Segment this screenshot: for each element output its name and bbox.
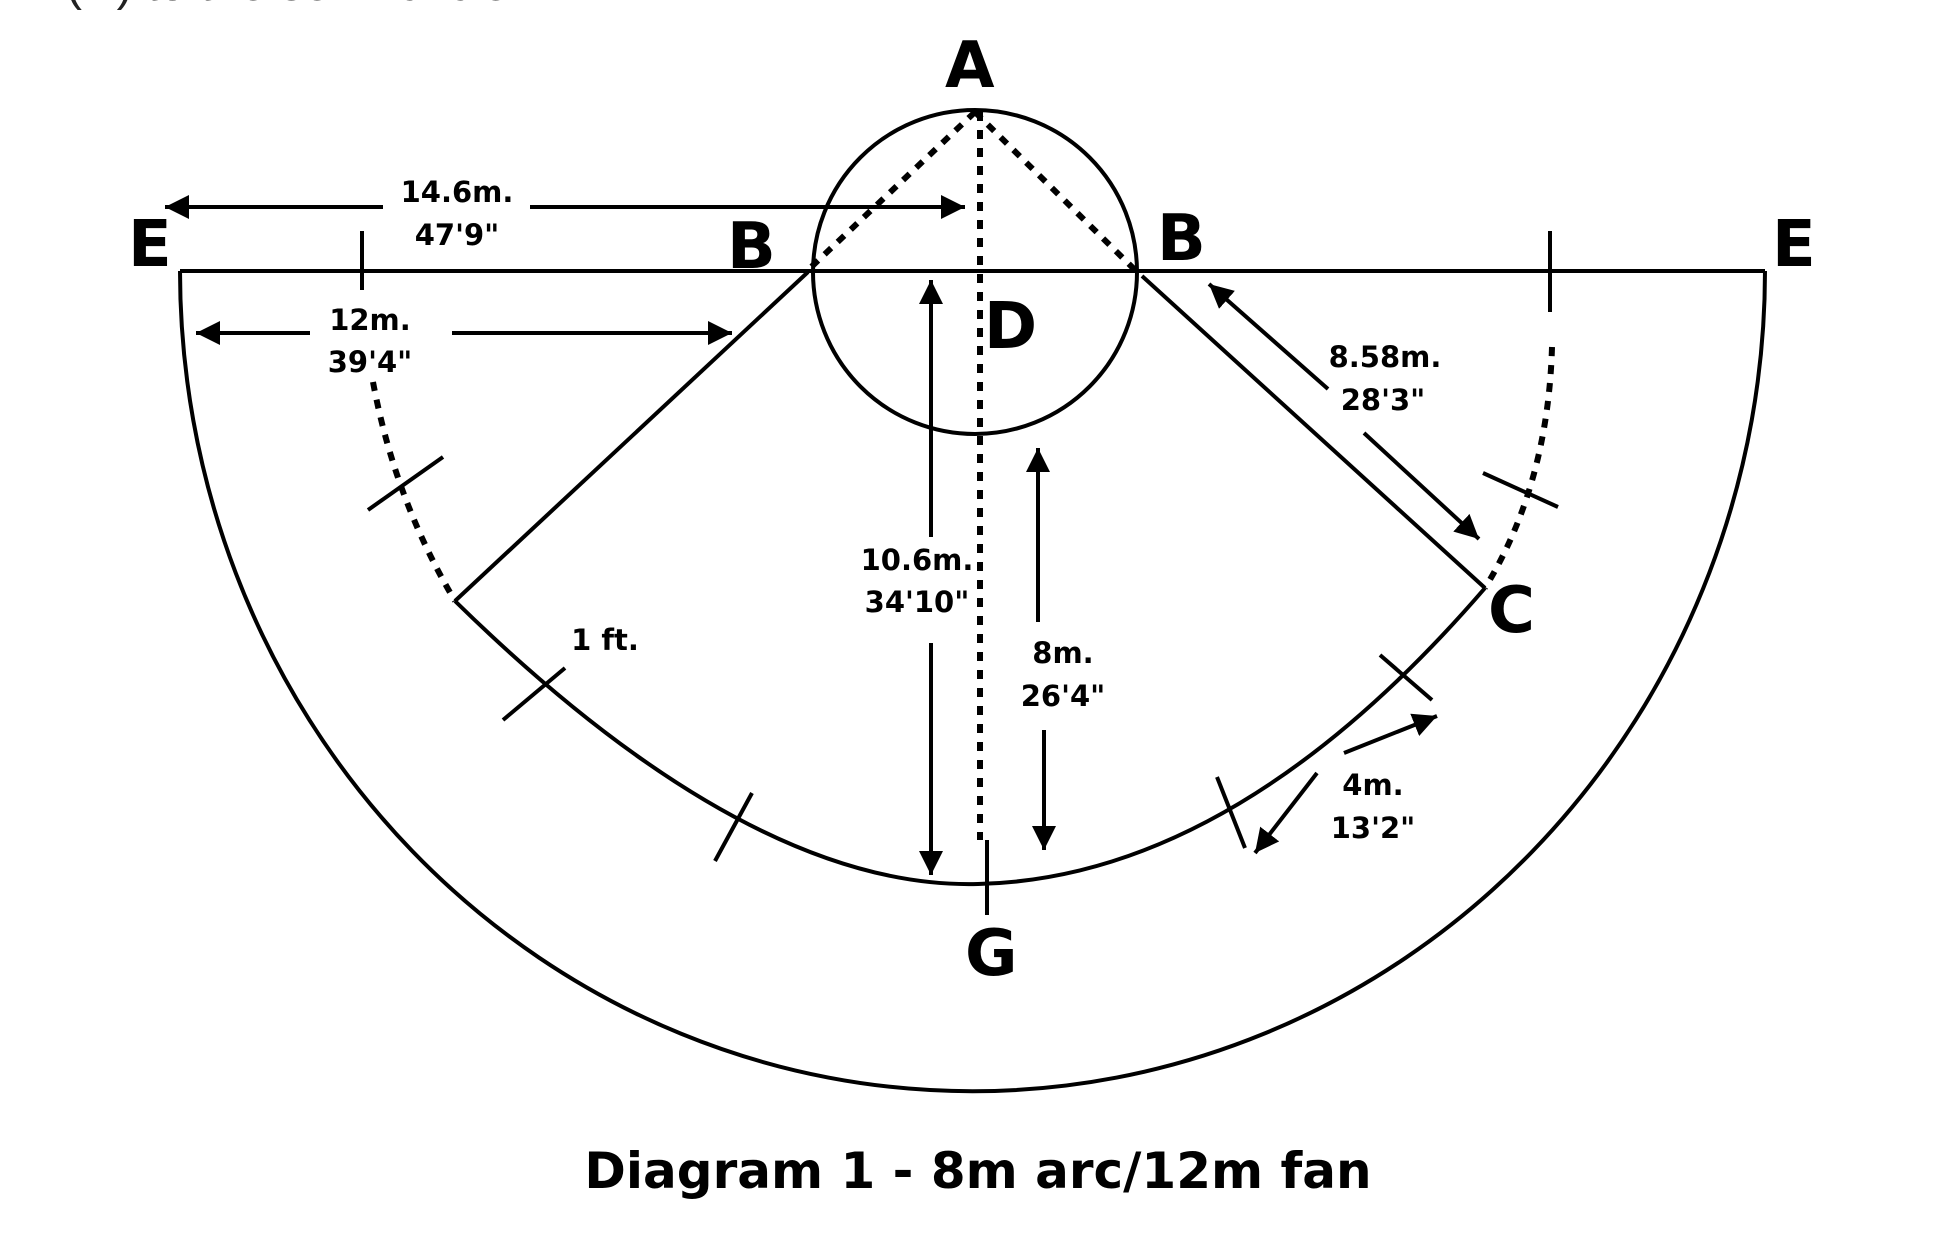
measure-10-6m-imperial: 34'10" bbox=[865, 585, 970, 619]
dotted-line-A-to-B-right bbox=[972, 109, 1138, 273]
point-label-E-left: E bbox=[128, 208, 172, 282]
hash-mark bbox=[1482, 471, 1559, 509]
arc-8m bbox=[453, 586, 1487, 887]
diagram-caption: Diagram 1 - 8m arc/12m fan bbox=[584, 1142, 1371, 1200]
header-text-fragment: (D) to the semi-circle. bbox=[66, 0, 522, 11]
hash-mark bbox=[1378, 653, 1434, 702]
point-label-E-right: E bbox=[1772, 208, 1816, 282]
point-label-B-left: B bbox=[727, 210, 776, 284]
arrow-8-58m-down bbox=[1362, 431, 1481, 541]
arrow-4m-down bbox=[1253, 771, 1319, 855]
measure-8-58m-metric: 8.58m. bbox=[1329, 340, 1442, 374]
measure-4m-metric: 4m. bbox=[1342, 768, 1403, 802]
hash-mark bbox=[501, 666, 567, 722]
arrow-8-58m-up bbox=[1207, 282, 1330, 391]
point-label-B-right: B bbox=[1157, 202, 1206, 276]
point-label-D: D bbox=[984, 290, 1037, 364]
hash-mark bbox=[1215, 776, 1247, 849]
point-label-G: G bbox=[965, 917, 1018, 991]
goal-crease-circle bbox=[811, 108, 1139, 436]
measure-12m-metric: 12m. bbox=[329, 303, 411, 337]
arc-8m-dotted-left bbox=[370, 381, 458, 603]
measure-14-6m-metric: 14.6m. bbox=[401, 175, 514, 209]
hash-mark bbox=[366, 455, 445, 512]
measure-8m-metric: 8m. bbox=[1032, 636, 1093, 670]
measure-12m-imperial: 39'4" bbox=[328, 345, 413, 379]
arrow-4m-up bbox=[1343, 713, 1438, 755]
fan-12m-arc bbox=[178, 270, 1767, 1094]
measure-10-6m-metric: 10.6m. bbox=[861, 543, 974, 577]
line-right-B-to-C bbox=[1140, 274, 1487, 590]
point-label-C: C bbox=[1488, 574, 1535, 648]
measure-14-6m-imperial: 47'9" bbox=[415, 218, 500, 252]
measure-8-58m-imperial: 28'3" bbox=[1341, 383, 1426, 417]
arc-8m-dotted-right bbox=[1482, 346, 1555, 590]
measure-4m-imperial: 13'2" bbox=[1331, 811, 1416, 845]
dotted-line-A-to-B-left bbox=[805, 109, 978, 273]
measure-8m-imperial: 26'4" bbox=[1021, 679, 1106, 713]
measure-hash-length: 1 ft. bbox=[571, 623, 639, 657]
line-left-B-to-C bbox=[453, 270, 810, 603]
point-label-A: A bbox=[945, 29, 995, 103]
hash-mark bbox=[713, 792, 754, 862]
